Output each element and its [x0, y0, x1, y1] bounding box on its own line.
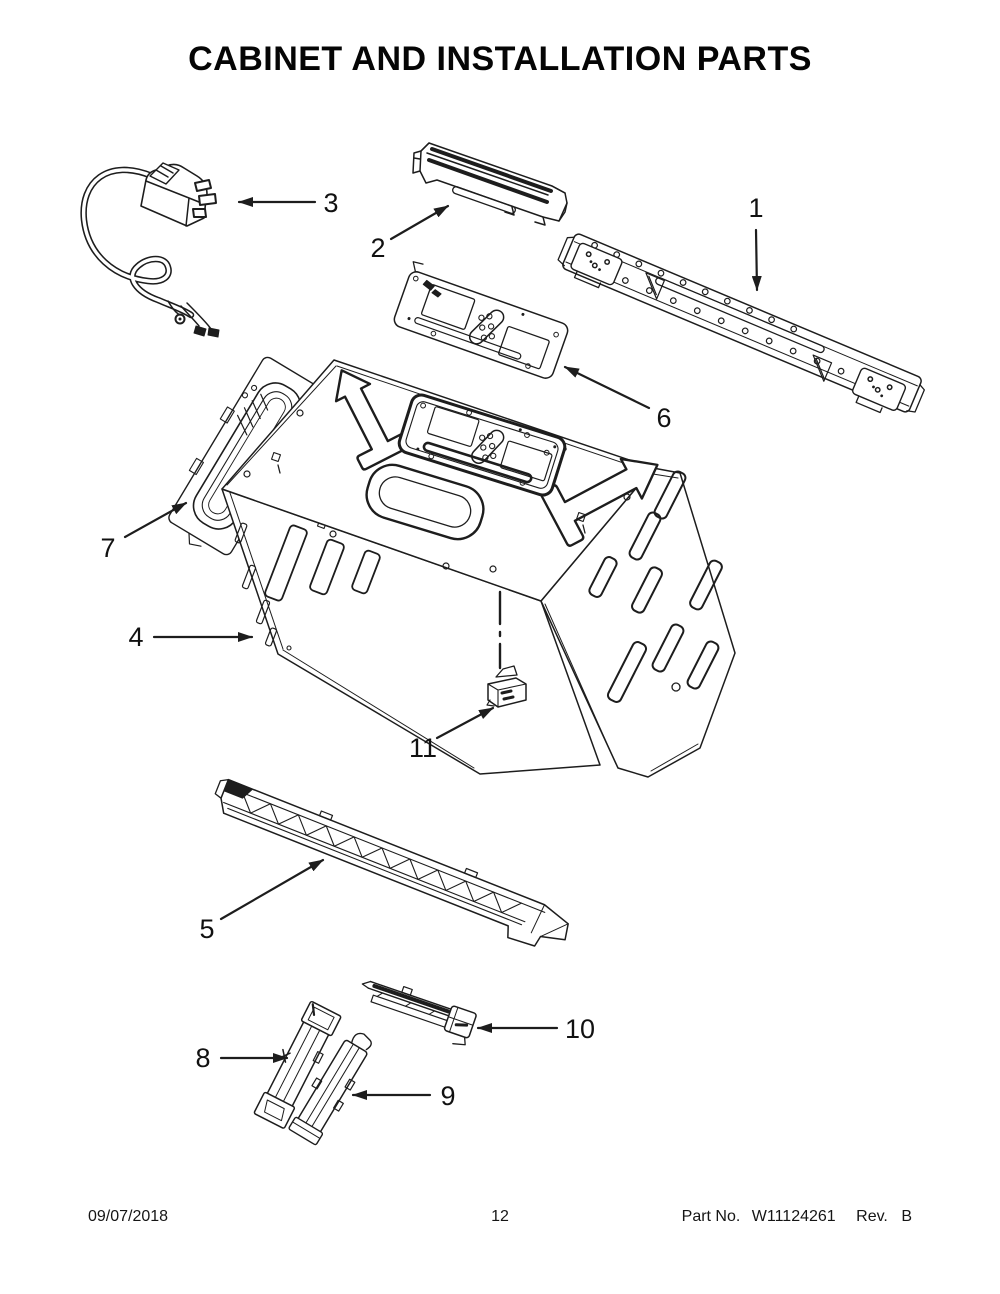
footer-date: 09/07/2018 — [88, 1208, 169, 1225]
callout-3: 3 — [237, 188, 339, 218]
callout-5-label: 5 — [199, 914, 214, 944]
callout-2: 2 — [370, 204, 450, 263]
part-3-power-cord — [80, 162, 220, 338]
callout-6-label: 6 — [656, 403, 671, 433]
callout-11-label: 11 — [409, 733, 437, 763]
callout-5-arrow — [219, 858, 325, 921]
callout-1-label: 1 — [748, 193, 763, 223]
callout-6-arrow — [563, 365, 651, 410]
callout-10: 10 — [476, 1014, 595, 1044]
callout-3-label: 3 — [323, 188, 338, 218]
part-10-mounting-rail — [361, 980, 477, 1046]
callout-1-arrow — [751, 228, 762, 292]
callout-8: 8 — [195, 1043, 289, 1073]
callout-2-label: 2 — [370, 233, 385, 263]
part-9-support-bracket — [288, 1032, 372, 1146]
callout-11: 11 — [409, 706, 495, 763]
callout-8-label: 8 — [195, 1043, 210, 1073]
callout-2-arrow — [389, 204, 450, 241]
callout-5: 5 — [199, 858, 325, 944]
part-7-frame-bracket — [168, 356, 326, 556]
page-title: CABINET AND INSTALLATION PARTS — [188, 40, 812, 78]
top-gasket — [397, 393, 567, 497]
rev-label: Rev. — [856, 1208, 888, 1225]
footer-part-number: Part No. W11124261 Rev. B — [682, 1208, 912, 1226]
part-5-vent-grille — [214, 778, 569, 947]
callout-9: 9 — [351, 1081, 456, 1111]
part-1-mounting-bracket — [557, 233, 925, 414]
callout-4: 4 — [128, 622, 254, 652]
callout-11-arrow — [435, 706, 495, 740]
part-6-cover-plate — [393, 261, 569, 379]
callout-7-arrow — [123, 501, 188, 539]
callout-7-label: 7 — [100, 533, 115, 563]
callout-7: 7 — [100, 501, 188, 563]
callout-4-label: 4 — [128, 622, 143, 652]
callout-6: 6 — [563, 365, 672, 433]
footer-page-number: 12 — [491, 1208, 509, 1225]
part-2-vent-damper — [412, 142, 568, 226]
callout-9-label: 9 — [440, 1081, 455, 1111]
callout-1: 1 — [748, 193, 764, 292]
callout-10-label: 10 — [565, 1014, 595, 1044]
part-no-label: Part No. — [681, 1208, 741, 1225]
callouts: 1 2 3 4 5 — [100, 188, 763, 1111]
part-11-retainer-clip — [486, 665, 527, 708]
rev-value: B — [901, 1208, 912, 1225]
part-no-value: W11124261 — [751, 1208, 836, 1225]
